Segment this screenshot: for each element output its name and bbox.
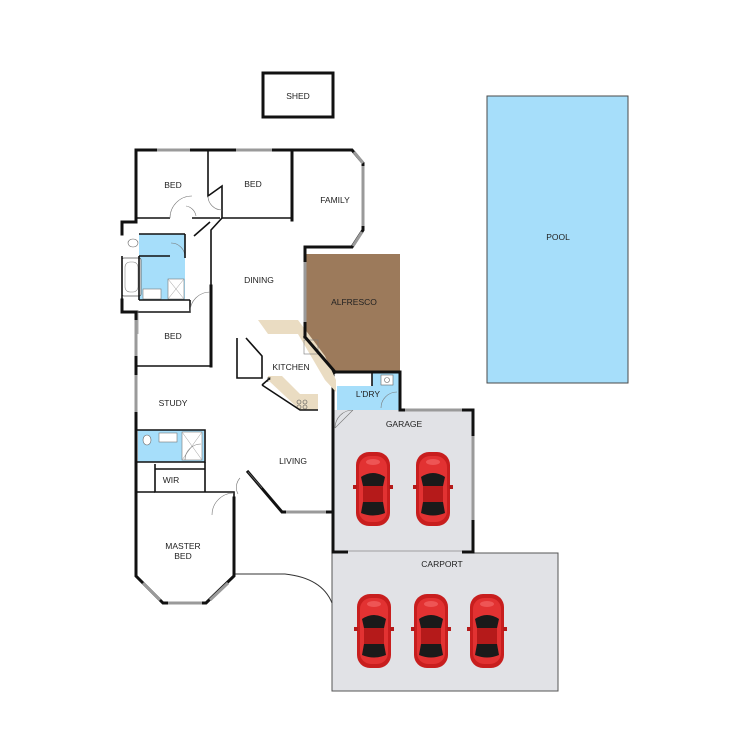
garage-label: GARAGE bbox=[386, 419, 423, 429]
bed-1-label: BED bbox=[164, 180, 181, 190]
dining-label: DINING bbox=[244, 275, 274, 285]
pool-label: POOL bbox=[546, 232, 570, 242]
laundry: L'DRY bbox=[331, 370, 402, 412]
pool-water bbox=[486, 95, 629, 384]
pool: POOL bbox=[486, 95, 629, 384]
main-bathroom bbox=[121, 233, 190, 301]
garage: GARAGE bbox=[331, 408, 475, 554]
alfresco-label: ALFRESCO bbox=[331, 297, 377, 307]
ensuite: WIR bbox=[137, 429, 206, 493]
driveway-curve bbox=[234, 573, 333, 604]
shed: SHED bbox=[261, 71, 335, 119]
master-bed-label-line1: MASTER bbox=[165, 541, 200, 551]
car-icon bbox=[413, 452, 453, 526]
car-icon bbox=[467, 594, 507, 668]
alfresco: ALFRESCO bbox=[305, 254, 400, 371]
fridge-label: F bbox=[267, 378, 271, 384]
alfresco-floor bbox=[305, 254, 400, 371]
laundry-label: L'DRY bbox=[356, 389, 380, 399]
bed-2-label: BED bbox=[244, 179, 261, 189]
kitchen-label: KITCHEN bbox=[272, 362, 309, 372]
car-icon bbox=[411, 594, 451, 668]
wir-label: WIR bbox=[163, 475, 180, 485]
living-label: LIVING bbox=[279, 456, 307, 466]
carport-label: CARPORT bbox=[421, 559, 462, 569]
master-bed-label-line2: BED bbox=[174, 551, 191, 561]
car-icon bbox=[353, 452, 393, 526]
interior-walls bbox=[136, 150, 292, 498]
garage-floor bbox=[333, 410, 473, 553]
door-swings bbox=[137, 195, 263, 516]
car-icon bbox=[354, 594, 394, 668]
family-label: FAMILY bbox=[320, 195, 350, 205]
windows bbox=[134, 148, 365, 605]
carport: CARPORT bbox=[331, 552, 559, 692]
study-label: STUDY bbox=[159, 398, 188, 408]
bed-3-label: BED bbox=[164, 331, 181, 341]
shed-label: SHED bbox=[286, 91, 310, 101]
